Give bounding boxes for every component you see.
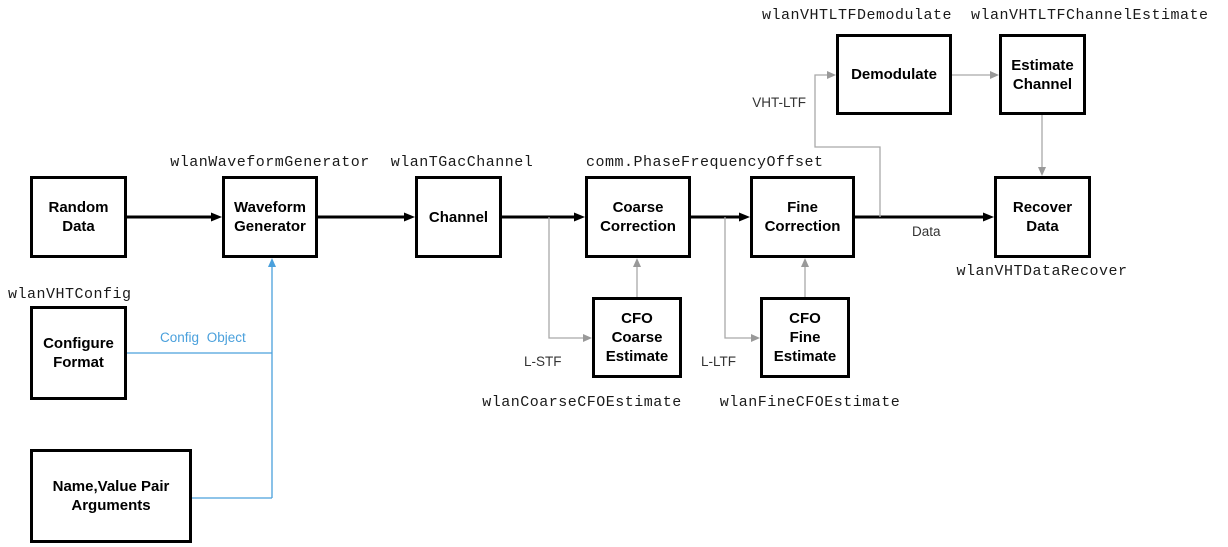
code-label-wlanCoarseCFOEstimate: wlanCoarseCFOEstimate <box>482 394 682 411</box>
wire-vhtltf-to-demodulate <box>814 71 881 217</box>
signal-label-l-ltf: L-LTF <box>701 354 737 369</box>
signal-label-l-stf: L-STF <box>524 354 562 369</box>
block-coarse-correction: Coarse Correction <box>585 176 691 258</box>
code-label-wlanVHTLTFDemodulate: wlanVHTLTFDemodulate <box>761 7 952 24</box>
signal-label-config-object: Config Object <box>160 330 246 345</box>
code-label-comm-PhaseFrequencyOffset: comm.PhaseFrequencyOffset <box>586 154 824 171</box>
block-estimate-channel: Estimate Channel <box>999 34 1086 115</box>
block-waveform-generator: Waveform Generator <box>222 176 318 258</box>
block-demodulate: Demodulate <box>836 34 952 115</box>
signal-label-vht-ltf: VHT-LTF <box>752 95 806 110</box>
code-label-wlanVHTConfig: wlanVHTConfig <box>8 286 132 303</box>
wire-lstf-to-cfo-coarse <box>548 217 592 342</box>
block-cfo-fine-estimate: CFO Fine Estimate <box>760 297 850 378</box>
code-label-wlanWaveformGenerator: wlanWaveformGenerator <box>170 154 370 171</box>
code-label-wlanTGacChannel: wlanTGacChannel <box>390 154 534 171</box>
block-configure-format: Configure Format <box>30 306 127 400</box>
block-random-data: Random Data <box>30 176 127 258</box>
block-recover-data: Recover Data <box>994 176 1091 258</box>
wire-lltf-to-cfo-fine <box>724 217 760 342</box>
block-cfo-coarse-estimate: CFO Coarse Estimate <box>592 297 682 378</box>
signal-label-data: Data <box>912 224 941 239</box>
block-name-value-pair-arguments: Name,Value Pair Arguments <box>30 449 192 543</box>
code-label-wlanVHTLTFChannelEstimate: wlanVHTLTFChannelEstimate <box>971 7 1209 24</box>
block-fine-correction: Fine Correction <box>750 176 855 258</box>
code-label-wlanFineCFOEstimate: wlanFineCFOEstimate <box>719 394 901 411</box>
block-channel: Channel <box>415 176 502 258</box>
code-label-wlanVHTDataRecover: wlanVHTDataRecover <box>956 263 1128 280</box>
